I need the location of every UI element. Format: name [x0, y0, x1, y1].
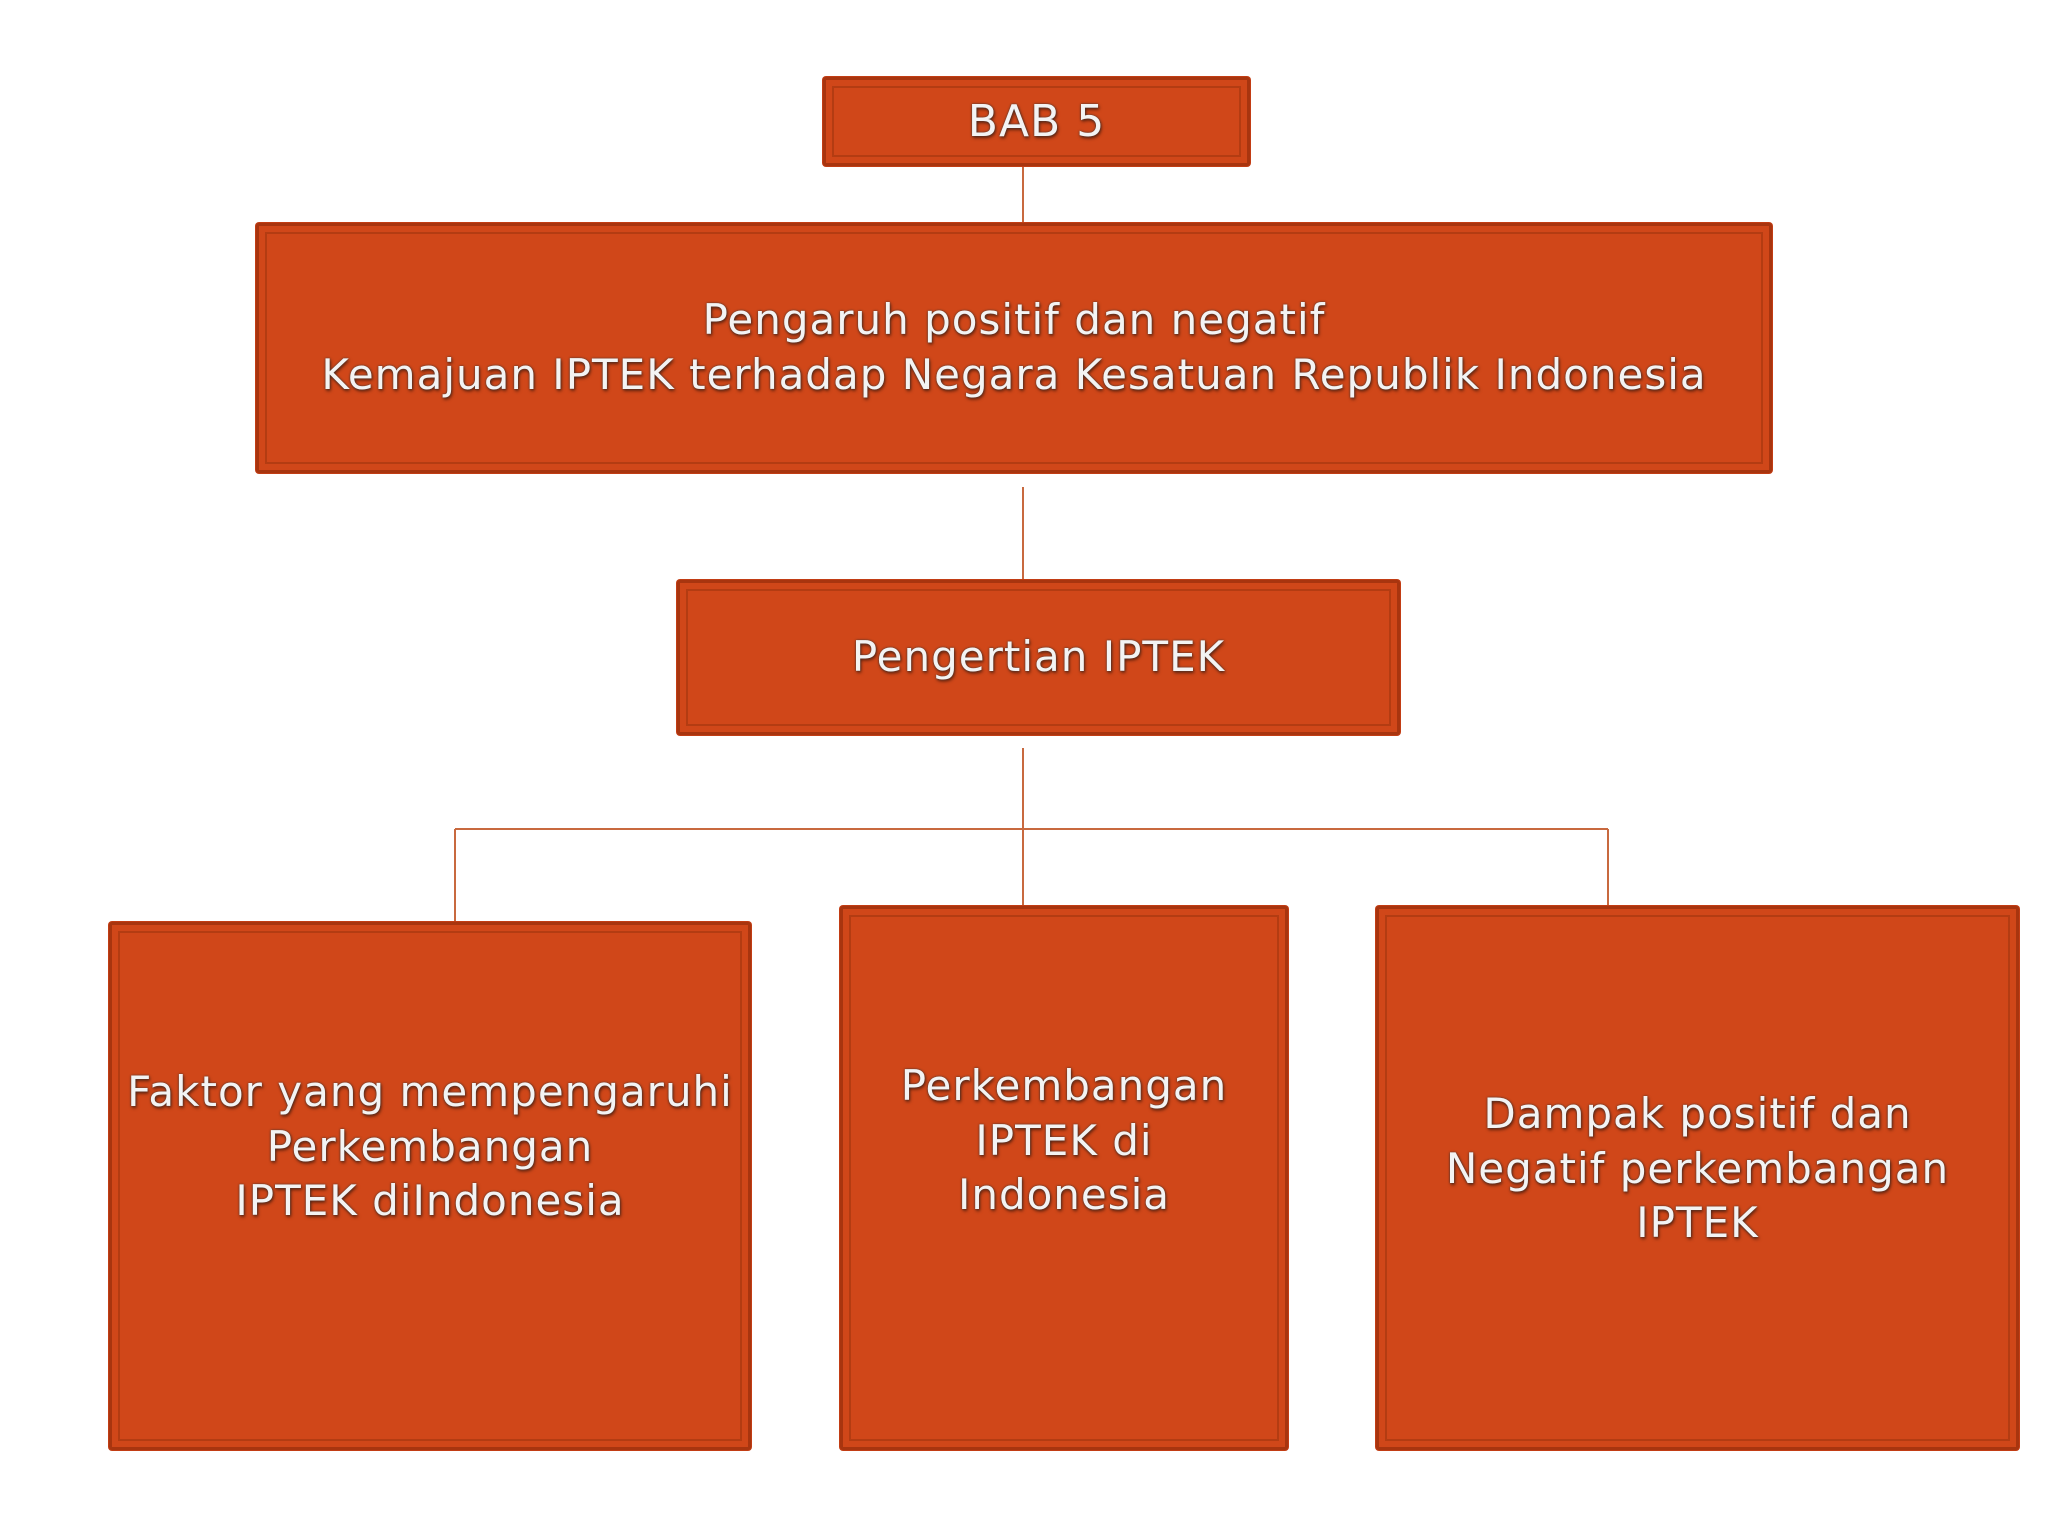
node-title: Pengaruh positif dan negatif Kemajuan IP…	[256, 223, 1772, 473]
node-title-label: Pengaruh positif dan negatif Kemajuan IP…	[321, 295, 1707, 399]
node-dampak: Dampak positif dan Negatif perkembangan …	[1376, 906, 2019, 1450]
node-pengertian: Pengertian IPTEK	[677, 580, 1400, 735]
node-perkembangan: Perkembangan IPTEK di Indonesia	[840, 906, 1288, 1450]
node-faktor-label: Faktor yang mempengaruhi Perkembangan IP…	[127, 1067, 733, 1226]
node-faktor: Faktor yang mempengaruhi Perkembangan IP…	[109, 922, 751, 1450]
node-bab: BAB 5	[823, 77, 1250, 166]
node-pengertian-label: Pengertian IPTEK	[851, 632, 1226, 682]
node-dampak-label: Dampak positif dan Negatif perkembangan …	[1445, 1089, 1950, 1248]
node-perkembangan-label: Perkembangan IPTEK di Indonesia	[900, 1061, 1228, 1220]
node-bab-label: BAB 5	[967, 95, 1106, 147]
